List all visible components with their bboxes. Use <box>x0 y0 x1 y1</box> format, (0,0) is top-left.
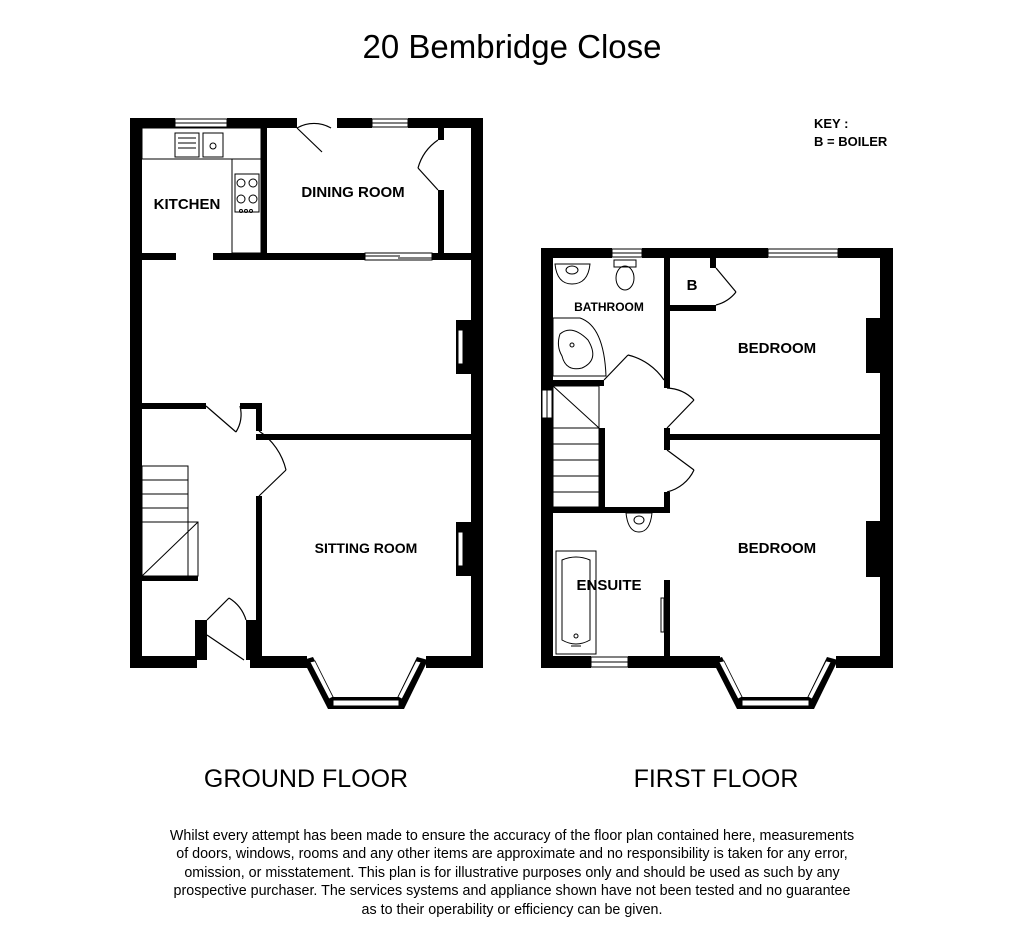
first-floor-outer-walls <box>541 248 893 668</box>
room-label-ensuite: ENSUITE <box>576 577 641 594</box>
key-legend: KEY : B = BOILER <box>814 115 887 151</box>
room-label-bathroom: BATHROOM <box>574 300 644 314</box>
disclaimer-line: of doors, windows, rooms and any other i… <box>176 846 848 863</box>
sink-icon <box>174 132 200 158</box>
first-floor-staircase <box>552 385 600 508</box>
first-floor-windows <box>541 248 839 668</box>
first-floor-internal-walls <box>553 258 880 656</box>
disclaimer-line: omission, or misstatement. This plan is … <box>184 864 840 881</box>
corner-bath-icon <box>552 317 607 377</box>
ground-floor-outer-walls <box>130 118 483 668</box>
key-boiler-entry: B = BOILER <box>814 134 888 149</box>
room-label-sitting-room: SITTING ROOM <box>315 540 418 556</box>
disclaimer-line: as to their operability or efficiency ca… <box>361 901 663 918</box>
kitchen-fittings <box>141 127 262 254</box>
ground-bay-window <box>303 657 428 709</box>
plan-title: 20 Bembridge Close <box>362 28 662 65</box>
ground-floor-plan: KITCHEN DINING ROOM SITTING ROOM <box>130 118 483 709</box>
toilet-icon <box>615 265 635 291</box>
basin-icon <box>554 263 591 285</box>
ground-floor-staircase <box>141 465 199 577</box>
disclaimer-line: prospective purchaser. The services syst… <box>173 883 851 900</box>
boiler-marker: B <box>687 277 698 294</box>
ensuite-fittings <box>555 512 665 655</box>
disclaimer-line: Whilst every attempt has been made to en… <box>169 828 855 844</box>
ground-floor-windows <box>174 118 409 128</box>
first-bay-window <box>712 657 838 709</box>
room-label-bedroom-rear: BEDROOM <box>738 340 816 357</box>
first-floor-doors <box>603 267 737 493</box>
room-label-dining-room: DINING ROOM <box>301 184 404 201</box>
ground-floor-label: GROUND FLOOR <box>203 765 409 793</box>
room-label-kitchen: KITCHEN <box>154 196 221 213</box>
dining-sliding-doors <box>364 252 433 261</box>
room-label-bedroom-front: BEDROOM <box>738 540 816 557</box>
disclaimer-text: Whilst every attempt has been made to en… <box>112 827 912 919</box>
first-floor-label: FIRST FLOOR <box>633 765 799 793</box>
first-floor-plan: B BATHROOM BEDROOM BEDROOM ENSUITE <box>541 248 893 709</box>
bathroom-fittings <box>552 259 637 377</box>
ground-floor-doors <box>205 122 439 661</box>
bath-icon <box>555 550 597 655</box>
key-heading: KEY : <box>814 116 849 131</box>
